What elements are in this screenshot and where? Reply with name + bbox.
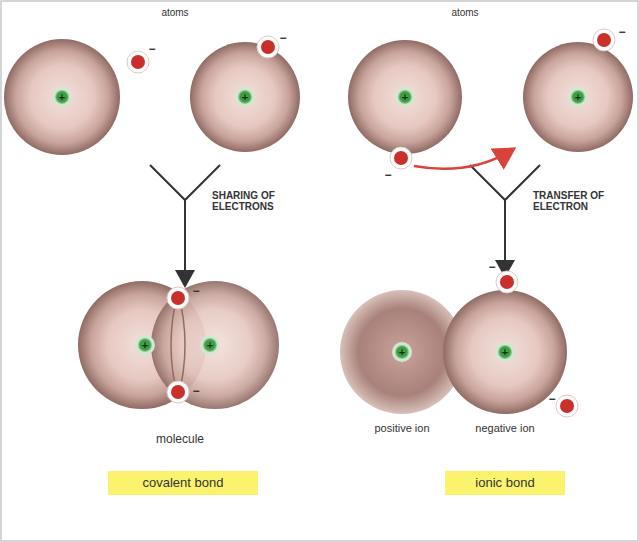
electron	[597, 33, 611, 47]
nucleus	[498, 345, 512, 359]
nucleus	[55, 90, 69, 104]
charge-sign: −	[488, 261, 495, 274]
charge-sign: +	[575, 91, 581, 103]
charge-sign: +	[59, 91, 65, 103]
ion-label: negative ion	[475, 422, 534, 434]
title-box: ionic bond	[445, 471, 565, 495]
molecule-label: molecule	[156, 433, 204, 446]
title-box: covalent bond	[108, 471, 258, 495]
nucleus-ring	[392, 342, 412, 362]
electron-ring	[556, 395, 578, 417]
nucleus-ring	[135, 335, 155, 355]
nucleus	[138, 338, 152, 352]
electron	[261, 40, 275, 54]
charge-sign: +	[399, 346, 405, 358]
nucleus-ring	[568, 87, 588, 107]
electron	[394, 151, 408, 165]
charge-sign: −	[618, 26, 625, 39]
electron	[171, 291, 185, 305]
electron-ring	[257, 36, 279, 58]
nucleus-ring	[235, 87, 255, 107]
nucleus	[203, 338, 217, 352]
electron-ring	[496, 271, 518, 293]
charge-sign: +	[402, 91, 408, 103]
charge-sign: +	[242, 91, 248, 103]
charge-sign: −	[548, 393, 555, 406]
nucleus	[571, 90, 585, 104]
charge-sign: −	[192, 285, 199, 298]
nucleus	[398, 90, 412, 104]
nucleus	[395, 345, 409, 359]
process-label: SHARING OF ELECTRONS	[212, 190, 312, 212]
heading-label: atoms	[451, 7, 478, 18]
box-label: covalent bond	[118, 475, 248, 491]
electron	[131, 55, 145, 69]
box-label: ionic bond	[455, 475, 555, 491]
electron-ring	[593, 29, 615, 51]
electron	[560, 399, 574, 413]
charge-sign: +	[142, 339, 148, 351]
charge-sign: −	[384, 169, 391, 182]
electron	[500, 275, 514, 289]
charge-sign: −	[192, 385, 199, 398]
electron-ring	[390, 147, 412, 169]
heading-label: atoms	[161, 7, 188, 18]
nucleus-ring	[395, 87, 415, 107]
nucleus-ring	[52, 87, 72, 107]
nucleus-ring	[200, 335, 220, 355]
nucleus	[238, 90, 252, 104]
electron-ring	[167, 381, 189, 403]
ion-label: positive ion	[374, 422, 429, 434]
charge-sign: −	[148, 43, 155, 56]
charge-sign: +	[207, 339, 213, 351]
charge-sign: −	[279, 32, 286, 45]
electron-ring	[167, 287, 189, 309]
nucleus-ring	[495, 342, 515, 362]
charge-sign: +	[502, 346, 508, 358]
electron	[171, 385, 185, 399]
electron-ring	[127, 51, 149, 73]
process-label: TRANSFER OF ELECTRON	[533, 190, 633, 212]
